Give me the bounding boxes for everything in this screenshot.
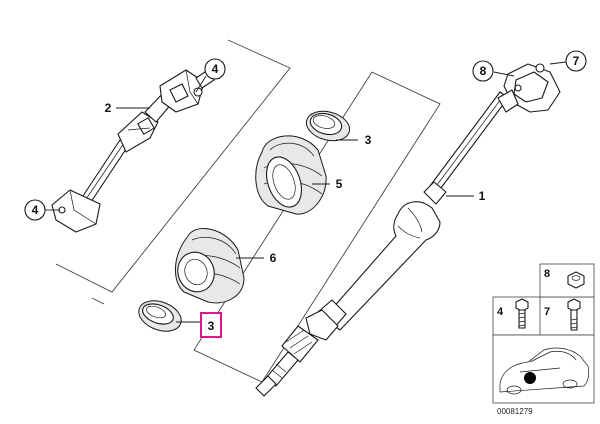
callout-label-7: 7	[573, 54, 580, 68]
callout-label-8: 8	[480, 64, 487, 78]
diagram-code: 00081279	[497, 407, 533, 416]
callout-part-2: 2	[105, 101, 112, 115]
callout-part-1: 1	[479, 189, 486, 203]
callout-part-6: 6	[270, 251, 277, 265]
callout-label-3-upper: 3	[365, 133, 372, 147]
callout-part-4-upper: 4	[204, 58, 226, 80]
callout-label-1: 1	[479, 189, 486, 203]
seal-ring-upper	[305, 110, 351, 142]
upper-clamp-joint	[497, 63, 561, 113]
leader-lines	[44, 61, 567, 323]
boot-upper	[255, 135, 327, 215]
steering-column-shaft	[255, 91, 509, 397]
hardware-inset: 8 4 7 00081279	[492, 263, 595, 416]
screw-icon	[567, 298, 581, 331]
nut-icon	[567, 271, 585, 289]
callout-label-5: 5	[336, 177, 343, 191]
callout-label-6: 6	[270, 251, 277, 265]
bolt-icon	[515, 298, 529, 329]
callout-part-5: 5	[336, 177, 343, 191]
universal-joint-shaft	[51, 69, 215, 233]
inset-label-4: 4	[497, 306, 504, 318]
callout-label-4-lower: 4	[32, 203, 39, 217]
callout-part-4-lower: 4	[24, 199, 46, 221]
callout-part-3-lower[interactable]: 3	[200, 312, 222, 338]
boot-lower	[174, 228, 245, 304]
callout-label-2: 2	[105, 101, 112, 115]
callout-label-3-lower: 3	[208, 319, 215, 333]
assembly-frame-upper-joint	[55, 39, 291, 293]
callout-part-7: 7	[565, 50, 587, 72]
callout-label-4-upper: 4	[212, 62, 219, 76]
inset-label-7: 7	[544, 306, 550, 318]
callout-part-8: 8	[472, 60, 494, 82]
car-silhouette-icon	[499, 347, 590, 395]
inset-label-8: 8	[544, 268, 550, 280]
seal-ring-lower	[138, 300, 182, 332]
callout-part-3-upper: 3	[365, 133, 372, 147]
